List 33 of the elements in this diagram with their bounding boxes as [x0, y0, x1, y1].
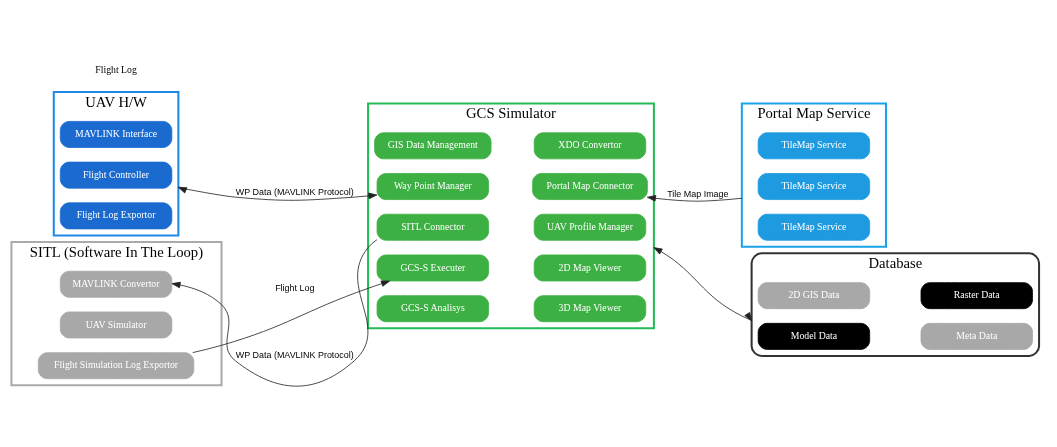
node-box: TileMap Service	[757, 172, 871, 200]
arrow	[192, 280, 390, 353]
node-box: Meta Data	[920, 322, 1033, 350]
node-box: UAV Profile Manager	[533, 213, 647, 241]
node-box: 2D Map Viewer	[533, 254, 647, 281]
node-box: MAVLINK Convertor	[59, 270, 173, 298]
node-box: Portal Map Connector	[532, 172, 648, 200]
arrow	[177, 186, 378, 201]
node-box: SITL Connector	[376, 213, 489, 241]
edge-label: WP Data (MAVLINK Protocol)	[235, 186, 354, 197]
edge-label: Tile Map Image	[667, 188, 729, 199]
node-box: GCS-S Analisys	[376, 294, 489, 322]
node-box: TileMap Service	[757, 131, 871, 159]
node-box: XDO Convertor	[533, 131, 647, 159]
node-box: GCS-S Executer	[376, 254, 489, 281]
edge-label: Flight Log	[275, 282, 315, 293]
node-box: Way Point Manager	[376, 172, 489, 200]
arrow	[171, 238, 378, 387]
node-box: 3D Map Viewer	[533, 294, 647, 322]
node-box: Flight Simulation Log Exportor	[37, 351, 195, 379]
node-box: GIS Data Management	[374, 131, 492, 159]
node-box: TileMap Service	[757, 213, 871, 241]
label: Flight Log	[95, 63, 137, 75]
node-box: Flight Log Exportor	[59, 201, 173, 229]
node-box: Flight Controller	[59, 161, 173, 189]
edge-label: WP Data (MAVLINK Protocol)	[235, 349, 354, 360]
node-box: MAVLINK Interface	[59, 120, 173, 148]
arrow	[647, 194, 743, 202]
node-box: Raster Data	[920, 281, 1033, 309]
arrow	[653, 246, 752, 321]
node-box: 2D GIS Data	[757, 281, 871, 309]
node-box: Model Data	[757, 322, 871, 350]
node-box: UAV Simulator	[59, 311, 173, 338]
